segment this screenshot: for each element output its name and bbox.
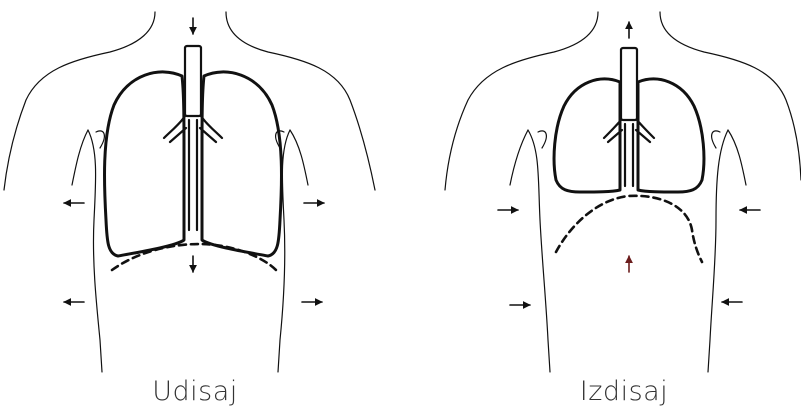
exhale-trachea xyxy=(604,48,654,186)
exhale-panel xyxy=(445,12,801,372)
exhale-caption: Izdisaj xyxy=(524,376,724,407)
inhale-caption: Udisaj xyxy=(95,376,295,407)
exhale-diaphragm xyxy=(556,196,702,262)
inhale-diaphragm xyxy=(112,244,276,270)
inhale-panel xyxy=(4,12,375,372)
